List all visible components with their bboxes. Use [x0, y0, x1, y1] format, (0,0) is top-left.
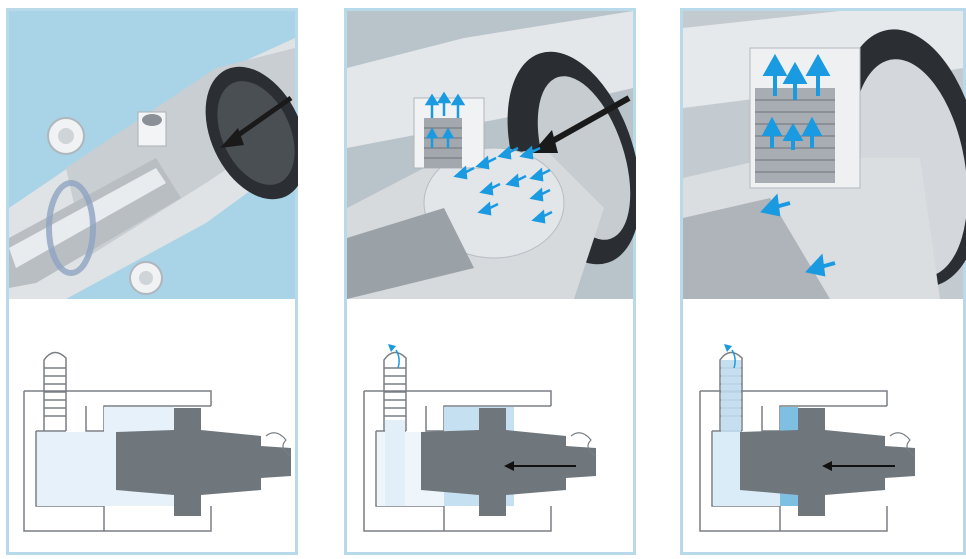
panel-3: [680, 8, 966, 555]
piston-direction-arrow-icon: [532, 95, 631, 153]
panel-3-graphic: [680, 8, 966, 555]
piston-body: [421, 408, 596, 516]
air-chamber-left: [37, 432, 104, 506]
piston-body: [740, 408, 915, 516]
panel-2-graphic: [344, 8, 636, 555]
piston-direction-arrow-icon: [504, 461, 576, 471]
cylinder-cutaway-photo: [9, 11, 298, 299]
cylinder-cutaway-photo: [683, 11, 966, 299]
cushion-schematic: [363, 351, 552, 532]
hose-fitting-icon: [43, 351, 67, 431]
panel-1-graphic: [6, 8, 298, 555]
air-flow-arrow-icon: [760, 53, 836, 277]
panel-1: [6, 8, 298, 555]
cushion-schematic: [23, 351, 212, 532]
air-flow-arrow-icon: [424, 91, 553, 224]
hose-fitting-icon: [383, 351, 407, 431]
piston-body: [116, 408, 291, 516]
panel-2: [344, 8, 636, 555]
cylinder-cutaway-photo: [347, 11, 636, 299]
air-flow-arrow-icon: [724, 344, 732, 352]
piston-direction-arrow-icon: [220, 95, 293, 148]
piston-direction-arrow-icon: [822, 461, 895, 471]
air-flow-arrow-icon: [388, 344, 396, 352]
